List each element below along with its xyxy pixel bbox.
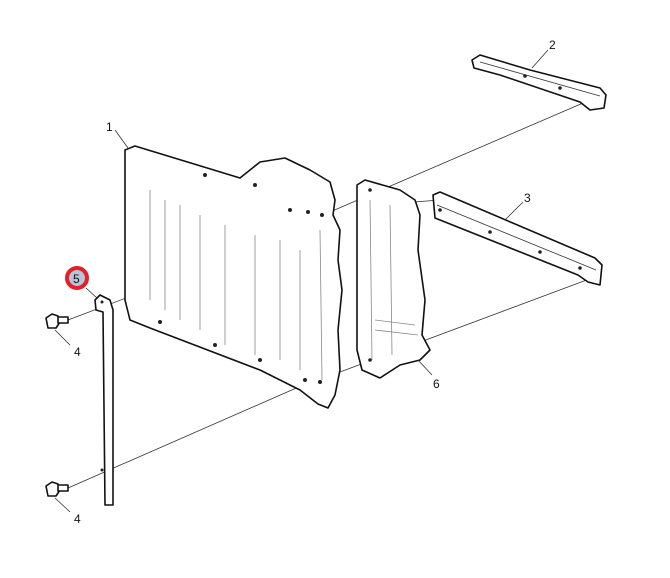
callout-3: 3 xyxy=(524,191,531,205)
part-3-bracket[interactable] xyxy=(432,191,603,286)
leader-lines xyxy=(54,49,549,513)
callout-4-upper: 4 xyxy=(74,345,81,359)
part-6-cover[interactable] xyxy=(356,179,431,379)
bolt-lower[interactable] xyxy=(45,481,69,497)
callout-5-highlighted[interactable]: 5 xyxy=(65,266,89,290)
callout-1: 1 xyxy=(106,120,113,134)
bolt-upper[interactable] xyxy=(45,313,69,329)
callout-5: 5 xyxy=(73,272,80,286)
callout-6: 6 xyxy=(433,377,440,391)
part-5-strip[interactable] xyxy=(94,294,114,506)
part-2-bracket[interactable] xyxy=(471,54,607,111)
callout-2: 2 xyxy=(549,38,556,52)
part-1-panel[interactable] xyxy=(124,145,343,409)
callout-4-lower: 4 xyxy=(74,512,81,526)
